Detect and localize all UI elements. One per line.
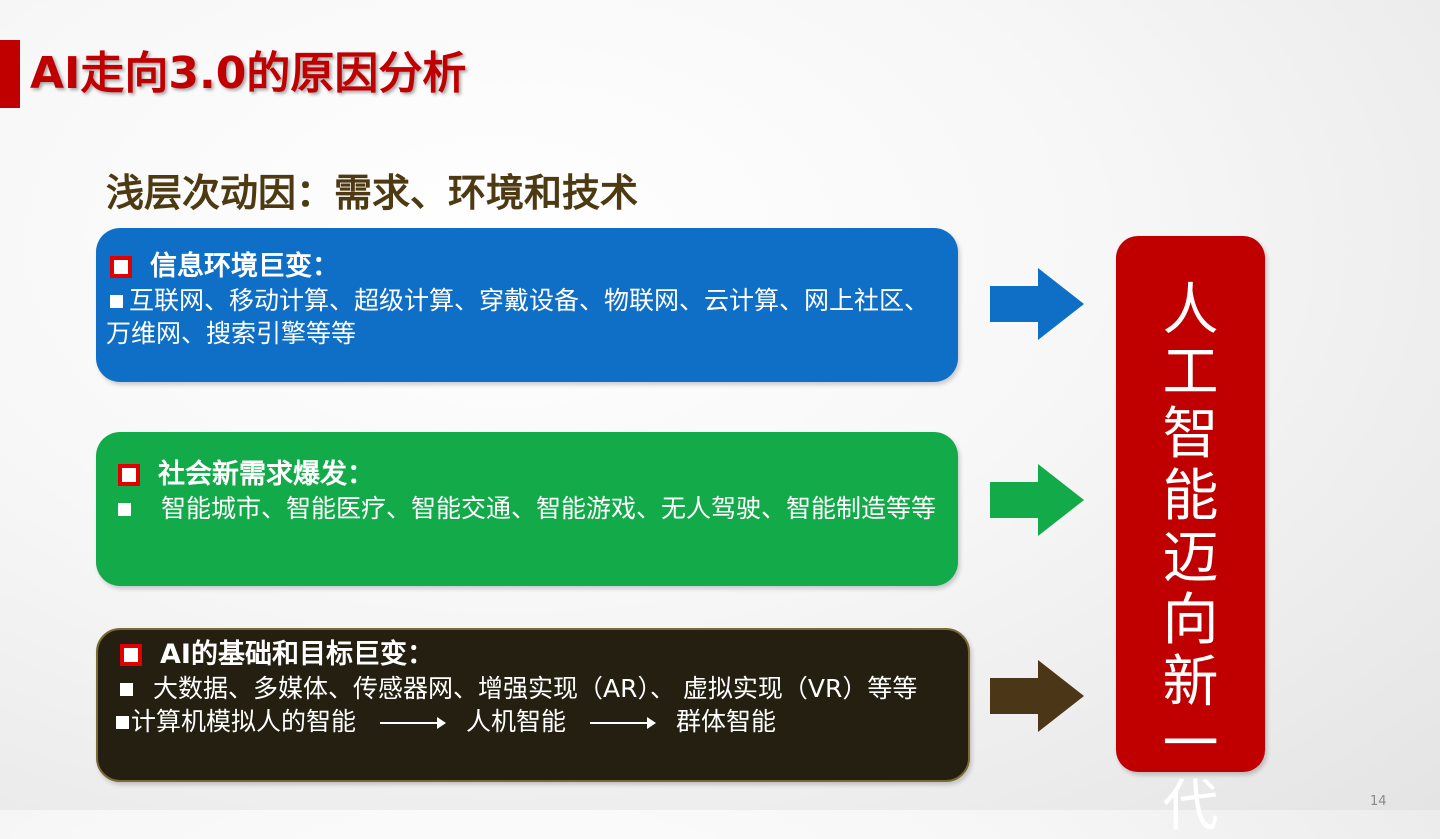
chain-step-2: 人机智能 — [466, 707, 567, 736]
checkbox-icon — [110, 256, 132, 278]
box-heading-text: 社会新需求爆发： — [158, 459, 374, 490]
long-arrow-icon — [590, 717, 657, 729]
arrow-right-icon — [990, 464, 1084, 536]
box-heading: AI的基础和目标巨变： — [116, 638, 948, 672]
arrow-right-icon — [990, 660, 1084, 732]
bullet-square-icon — [116, 715, 129, 729]
result-box: 人工智能迈向新一代 — [1116, 236, 1265, 838]
checkbox-icon — [120, 644, 142, 666]
box-heading-text: 信息环境巨变： — [150, 251, 339, 282]
long-arrow-icon — [380, 717, 447, 729]
slide-title: AI走向3.0的原因分析 — [30, 48, 467, 99]
arrow-right-icon — [990, 268, 1084, 340]
checkbox-icon — [118, 464, 140, 486]
box-body: 智能城市、智能医疗、智能交通、智能游戏、无人驾驶、智能制造等等 — [114, 492, 938, 525]
title-accent-bar — [0, 40, 20, 108]
box-body: 互联网、移动计算、超级计算、穿戴设备、物联网、云计算、网上社区、万维网、搜索引擎… — [106, 284, 938, 350]
box-body-text: 智能城市、智能医疗、智能交通、智能游戏、无人驾驶、智能制造等等 — [161, 494, 937, 523]
box-heading-text: AI的基础和目标巨变： — [160, 639, 434, 670]
evolution-chain: 计算机模拟人的智能 人机智能 群体智能 — [116, 705, 948, 738]
result-text: 人工智能迈向新一代 — [1162, 278, 1219, 839]
box-body: 大数据、多媒体、传感器网、增强实现（AR）、 虚拟实现（VR）等等 — [116, 672, 948, 705]
bullet-square-icon — [120, 682, 133, 696]
bullet-square-icon — [118, 502, 131, 516]
info-environment-box: 信息环境巨变： 互联网、移动计算、超级计算、穿戴设备、物联网、云计算、网上社区、… — [96, 228, 958, 382]
box-body-text: 互联网、移动计算、超级计算、穿戴设备、物联网、云计算、网上社区、万维网、搜索引擎… — [106, 286, 930, 348]
chain-step-1: 计算机模拟人的智能 — [131, 707, 357, 736]
page-number: 14 — [1370, 794, 1387, 809]
ai-foundation-box: AI的基础和目标巨变： 大数据、多媒体、传感器网、增强实现（AR）、 虚拟实现（… — [96, 628, 970, 782]
slide-subtitle: 浅层次动因：需求、环境和技术 — [106, 171, 639, 215]
box-heading: 信息环境巨变： — [106, 250, 938, 284]
chain-step-3: 群体智能 — [676, 707, 777, 736]
social-demand-box: 社会新需求爆发： 智能城市、智能医疗、智能交通、智能游戏、无人驾驶、智能制造等等 — [96, 432, 958, 586]
box-heading: 社会新需求爆发： — [114, 458, 938, 492]
box-body-text: 大数据、多媒体、传感器网、增强实现（AR）、 虚拟实现（VR）等等 — [153, 674, 918, 703]
bullet-square-icon — [110, 294, 123, 308]
